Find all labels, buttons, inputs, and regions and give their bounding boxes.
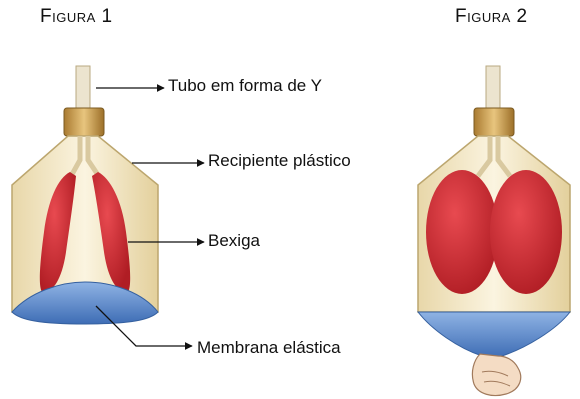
label-tube: Tubo em forma de Y <box>168 76 322 96</box>
figure-2-stopper <box>474 108 514 136</box>
figure-1-apparatus <box>12 66 158 324</box>
figure-2-membrane <box>418 312 570 358</box>
label-membrane: Membrana elástica <box>197 338 341 358</box>
figure-2-glass-tube <box>486 66 500 112</box>
label-bladder: Bexiga <box>208 231 260 251</box>
label-container: Recipiente plástico <box>208 151 351 171</box>
figure-2-left-balloon <box>426 170 498 294</box>
figure-1-stopper <box>64 108 104 136</box>
hand-pulling-icon <box>472 354 520 396</box>
figure-1-glass-tube <box>76 66 90 112</box>
figure-2-right-balloon <box>490 170 562 294</box>
figure-2-apparatus <box>418 66 570 396</box>
